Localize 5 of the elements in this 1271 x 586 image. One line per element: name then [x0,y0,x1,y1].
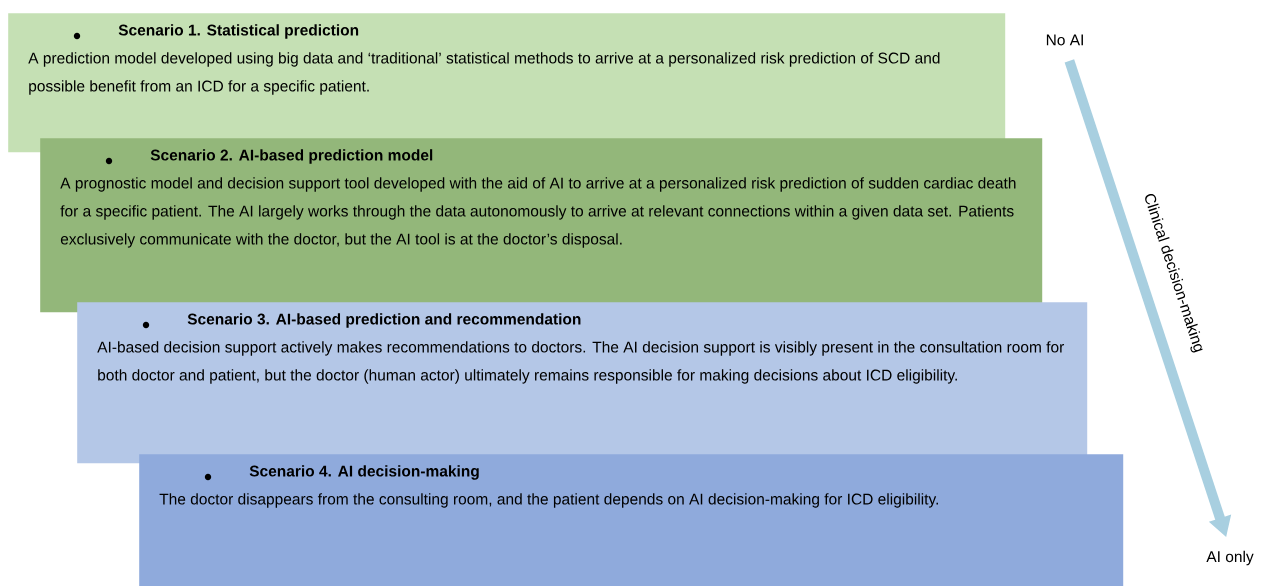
scenario-box: Scenario 2. AI-based prediction model A prognostic model and decision support tool developed with the aid of AI to arrive at a personalized risk prediction of sudden cardiac death for a specific patient. The AI largely works through the data autonomously to arrive at relevant connections within a given data set. Patients exclusively communicate with the doctor, but the AI tool is at the doctor’s disposal. [40,138,1043,313]
scale-label: No AI [1046,34,1083,46]
scenario-box: Scenario 4. AI decision-making The doctor disappears from the consulting room, and the patient depends on AI decision-making for ICD eligibility. [139,454,1124,586]
scale-label: AI only [1206,550,1254,566]
scenario-box: Scenario 3. AI-based prediction and recommendation AI-based decision support actively makes recommendations to doctors. The AI decision support is visibly present in the consultation room for both doctor and patient, but the doctor (human actor) ultimately remains responsible for making decisions about ICD eligibility. [77,302,1088,464]
